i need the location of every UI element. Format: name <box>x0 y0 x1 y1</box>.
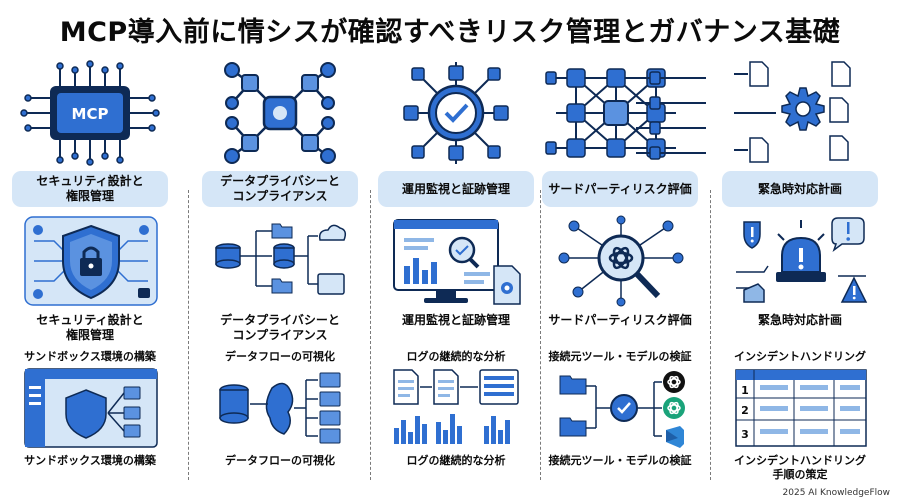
column-security: MCP セキュリティ設計と 権限管理 セキュリティ設計と 権限管理 サンドボック… <box>6 58 174 488</box>
data-map-icon <box>219 372 341 444</box>
network-hub-icon <box>224 62 336 164</box>
caption-third-party-2: 接続元ツール・モデルの検証 <box>548 350 692 363</box>
table-row-number: 1 <box>741 384 749 397</box>
caption-monitoring-1: 運用監視と証跡管理 <box>401 313 510 327</box>
caption-security-1: セキュリティ設計と 権限管理 <box>36 313 144 342</box>
check-plug-icon <box>403 62 509 164</box>
heading-monitoring: 運用監視と証跡管理 <box>378 171 534 207</box>
heading-privacy: データプライバシーと コンプライアンス <box>202 171 358 207</box>
heading-security: セキュリティ設計と 権限管理 <box>12 171 168 207</box>
plug-files-gear-icon <box>636 71 706 160</box>
heading-third-party: サードパーティリスク評価 <box>542 171 698 207</box>
gear-files-icon <box>734 61 851 163</box>
table-row-number: 3 <box>741 428 749 441</box>
column-privacy: データプライバシーと コンプライアンス データプライバシーと コンプライアンス … <box>196 58 364 488</box>
log-analysis-icon <box>393 369 519 444</box>
caption-monitoring-2: ログの継続的な分析 <box>406 350 506 363</box>
monitor-dashboard-icon <box>393 219 521 305</box>
vendor-search-icon <box>558 215 684 307</box>
table-row-number: 2 <box>741 404 749 417</box>
sandbox-window-icon <box>24 368 158 448</box>
column-divider <box>188 190 189 480</box>
footer-credit: 2025 AI KnowledgeFlow <box>782 488 890 498</box>
caption-monitoring-3: ログの継続的な分析 <box>406 454 506 467</box>
mcp-chip-icon: MCP <box>20 60 160 166</box>
caption-security-2: サンドボックス環境の構築 <box>24 350 156 363</box>
procedure-table: 1 2 3 <box>735 369 867 447</box>
caption-emergency-2: インシデントハンドリング <box>734 350 866 363</box>
caption-emergency-1: 緊急時対応計画 <box>757 313 842 327</box>
caption-third-party-3: 接続元ツール・モデルの検証 <box>548 454 692 467</box>
data-flow-icon <box>215 223 347 295</box>
heading-emergency: 緊急時対応計画 <box>722 171 878 207</box>
alert-siren-icon <box>736 217 868 303</box>
column-divider <box>540 190 541 480</box>
shield-lock-icon <box>24 216 158 306</box>
tool-verification-icon <box>559 371 685 448</box>
caption-privacy-2: データフローの可視化 <box>225 350 335 363</box>
caption-privacy-1: データプライバシーと コンプライアンス <box>220 313 340 342</box>
column-divider <box>710 190 711 480</box>
caption-privacy-3: データフローの可視化 <box>225 454 335 467</box>
column-emergency: 緊急時対応計画 緊急時対応計画 インシデントハンドリング 1 2 3 インシデン… <box>636 58 884 488</box>
column-divider <box>370 190 371 480</box>
caption-third-party-1: サードパーティリスク評価 <box>548 313 692 327</box>
caption-emergency-3: インシデントハンドリング 手順の策定 <box>734 454 866 481</box>
column-monitoring: 運用監視と証跡管理 運用監視と証跡管理 ログの継続的な分析 ログの継続的な分析 <box>372 58 540 488</box>
caption-security-3: サンドボックス環境の構築 <box>24 454 156 467</box>
mcp-chip-label: MCP <box>72 105 109 123</box>
page-title: MCP導入前に情シスが確認すべきリスク管理とガバナンス基礎 <box>59 17 841 48</box>
